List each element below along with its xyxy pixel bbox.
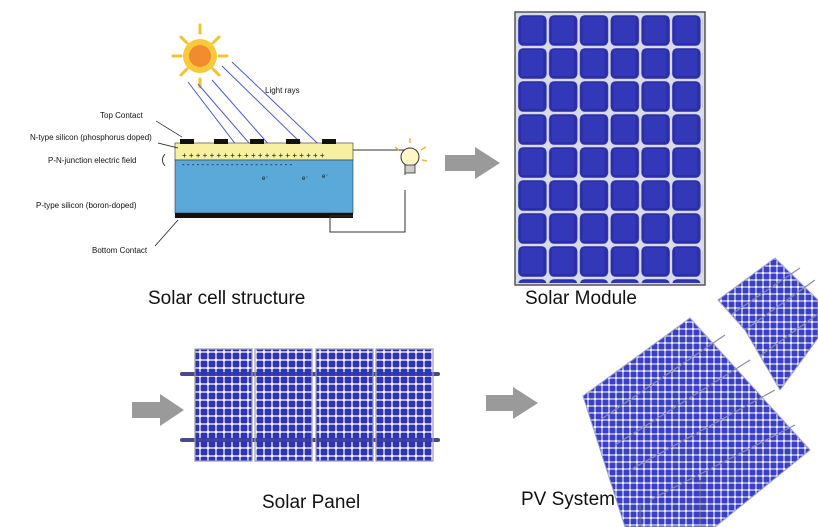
p-type-label: P-type silicon (boron-doped)	[36, 201, 137, 210]
sun-icon	[171, 23, 229, 89]
svg-text:- - - - - - - - - - - - - - -: - - - - - - - - - - - - - - - - - - - - …	[182, 160, 293, 169]
light-rays-label: Light rays	[265, 86, 300, 95]
electrons: e⁻ e⁻ e⁻	[262, 174, 329, 182]
solar-cell-caption: Solar cell structure	[148, 288, 305, 309]
svg-text:e⁻: e⁻	[322, 174, 329, 180]
n-type-label: N-type silicon (phosphorus doped)	[30, 133, 152, 142]
circuit-wire-bottom	[329, 190, 406, 233]
svg-text:e⁻: e⁻	[262, 176, 269, 182]
top-contacts	[180, 139, 336, 144]
bottom-contact-label: Bottom Contact	[92, 246, 148, 255]
bottom-contact-bar	[175, 213, 353, 218]
pn-junction-label: P-N-junction electric field	[48, 156, 136, 165]
circuit-wire-top	[353, 149, 406, 175]
pv-system: PV System	[521, 257, 818, 527]
solar-cell-structure: Light rays + + + + + + + + + + + + + + +…	[30, 23, 428, 309]
solar-module: Solar Module	[514, 11, 706, 309]
solar-module-caption: Solar Module	[525, 288, 637, 309]
svg-text:+ + + + + + + + + + + + + + +: + + + + + + + + + + + + + + + + + + + + …	[182, 151, 325, 160]
arrow-cell-to-module	[445, 147, 500, 179]
arrow-panel-to-pv	[486, 387, 538, 419]
pv-system-caption: PV System	[521, 489, 615, 510]
solar-panel-caption: Solar Panel	[262, 492, 360, 513]
light-bulb-icon	[394, 138, 428, 174]
junction-charges: + + + + + + + + + + + + + + + + + + + + …	[182, 151, 325, 169]
svg-text:e⁻: e⁻	[302, 176, 309, 182]
top-contact-label: Top Contact	[100, 111, 143, 120]
solar-panel: Solar Panel	[180, 348, 440, 513]
arrow-to-panel	[132, 394, 184, 426]
flow-arrows	[132, 147, 538, 426]
p-type-layer	[174, 159, 354, 214]
